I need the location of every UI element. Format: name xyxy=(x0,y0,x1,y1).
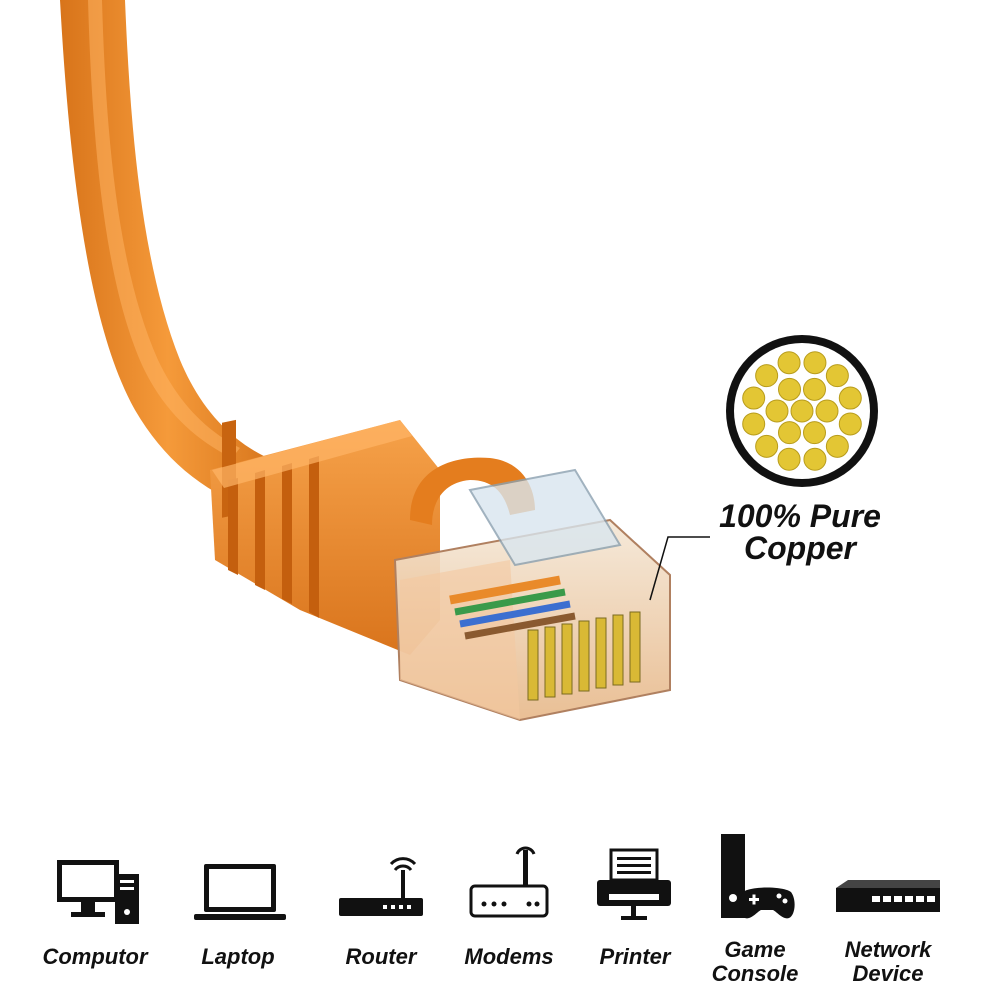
copper-strand xyxy=(815,399,839,423)
copper-strand xyxy=(825,434,849,458)
network-device-icon xyxy=(836,880,940,912)
copper-cross-section-icon xyxy=(726,335,878,487)
copper-strand xyxy=(755,434,779,458)
copper-strand xyxy=(777,447,801,471)
copper-strand xyxy=(803,447,827,471)
device-label: Printer xyxy=(599,944,671,969)
copper-strand xyxy=(838,386,862,410)
modem-icon xyxy=(469,846,549,918)
copper-strand xyxy=(765,399,789,423)
copper-strand xyxy=(803,351,827,375)
copper-callout: 100% Pure Copper xyxy=(700,500,900,564)
device-label: Laptop xyxy=(201,944,275,969)
device-label: Router xyxy=(345,944,417,969)
device-router: Router xyxy=(311,820,451,1000)
computer-icon xyxy=(57,860,139,924)
printer-icon xyxy=(597,848,671,920)
connector-boot xyxy=(210,419,535,655)
device-modem: Modems xyxy=(439,820,579,1000)
copper-strand xyxy=(790,399,814,423)
copper-strand xyxy=(778,421,801,445)
callout-line-1: 100% Pure xyxy=(719,498,881,534)
copper-strand xyxy=(803,377,826,401)
device-computer: Computor xyxy=(25,820,165,1000)
copper-strand xyxy=(742,412,766,436)
game-console-icon xyxy=(721,834,795,919)
device-laptop: Laptop xyxy=(168,820,308,1000)
cable-highlight xyxy=(88,0,240,458)
callout-leader xyxy=(649,536,710,601)
copper-strand xyxy=(742,386,766,410)
callout-line-2: Copper xyxy=(744,530,856,566)
copper-strand xyxy=(778,377,801,401)
cable xyxy=(60,0,300,520)
router-icon xyxy=(339,857,423,916)
copper-strand xyxy=(825,364,849,388)
compatible-devices-row: Computor Laptop Router xyxy=(0,820,1000,1000)
laptop-icon xyxy=(194,864,286,920)
rj45-plug xyxy=(393,468,671,722)
copper-strand xyxy=(755,364,779,388)
device-label: Modems xyxy=(464,944,554,969)
copper-strand xyxy=(838,412,862,436)
device-label: Computor xyxy=(42,944,148,969)
device-printer: Printer xyxy=(565,820,705,1000)
copper-strand xyxy=(803,421,826,445)
copper-strand xyxy=(777,351,801,375)
